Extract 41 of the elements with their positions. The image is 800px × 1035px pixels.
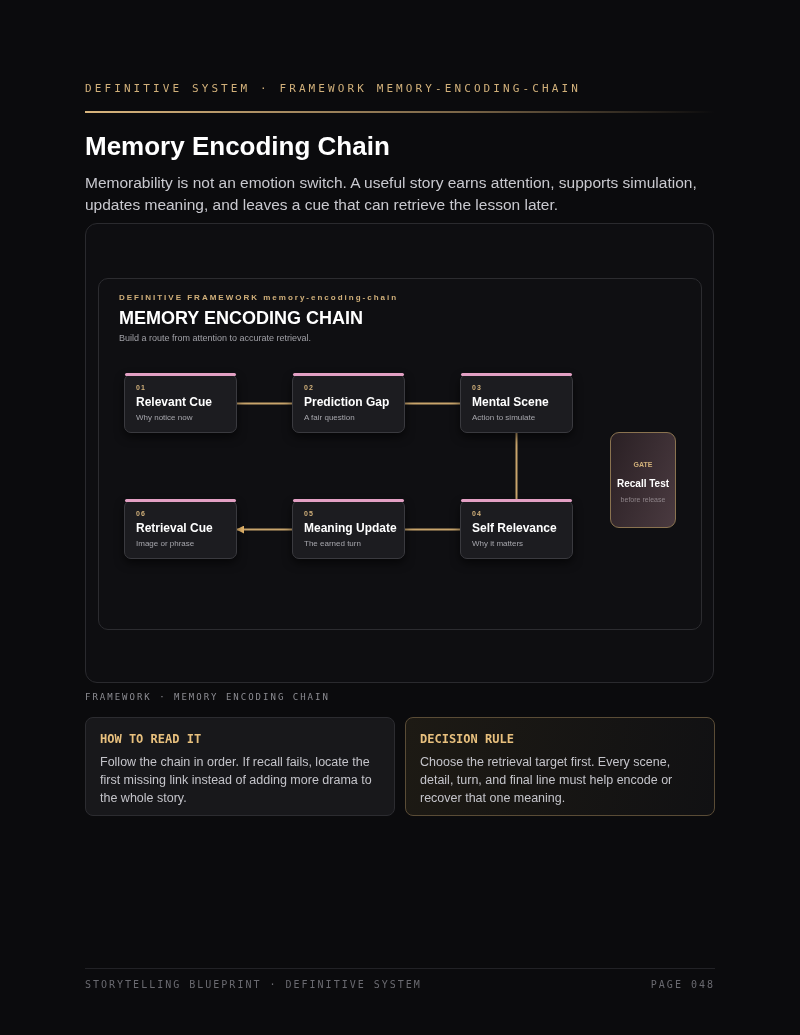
intro-paragraph: Memorability is not an emotion switch. A useful story earns attention, supports simulation, updates meaning, and leaves a cue that can retrieve the lesson later.: [85, 173, 698, 215]
step-subtitle: Why notice now: [136, 413, 193, 422]
step-title: Mental Scene: [472, 395, 549, 409]
note-card: [405, 717, 715, 816]
note-heading: DECISION RULE: [420, 732, 514, 746]
note-heading: HOW TO READ IT: [100, 732, 202, 746]
note-body: Follow the chain in order. If recall fails, locate the first missing link instead of adding more drama to the whole story.: [100, 754, 373, 807]
gate-title: Recall Test: [615, 478, 671, 489]
step-title: Self Relevance: [472, 521, 557, 535]
step-card: [292, 374, 405, 433]
connector-line: [404, 528, 461, 531]
connector-line: [515, 432, 518, 501]
panel-subtitle: Build a route from attention to accurate retrieval.: [119, 333, 312, 343]
step-card: [292, 500, 405, 559]
note-body: Choose the retrieval target first. Every scene, detail, turn, and final line must help encode or recover that one meaning.: [420, 754, 674, 807]
figure-caption: FRAMEWORK · MEMORY ENCODING CHAIN: [85, 692, 330, 702]
arrow: [236, 525, 293, 534]
step-card: [460, 500, 573, 559]
panel-kicker: DEFINITIVE FRAMEWORK memory-encoding-chain: [119, 293, 399, 302]
step-title: Relevant Cue: [136, 395, 213, 409]
note-card: [85, 717, 395, 816]
step-subtitle: Why it matters: [472, 539, 524, 548]
step-subtitle: The earned turn: [304, 539, 361, 548]
panel-title: MEMORY ENCODING CHAIN: [119, 308, 363, 329]
diagram-panel: [98, 278, 702, 630]
step-title: Prediction Gap: [304, 395, 390, 409]
step-subtitle: Image or phrase: [136, 539, 195, 548]
header-kicker: DEFINITIVE SYSTEM · FRAMEWORK MEMORY-ENCODING-CHAIN: [85, 82, 581, 95]
step-card: [124, 374, 237, 433]
step-subtitle: A fair question: [304, 413, 355, 422]
page-title: Memory Encoding Chain: [85, 131, 390, 162]
step-card: [460, 374, 573, 433]
page-number: PAGE 048: [650, 979, 715, 990]
step-title: Retrieval Cue: [136, 521, 213, 535]
gate-card: [610, 432, 676, 528]
step-card: [124, 500, 237, 559]
connector-line: [236, 402, 293, 405]
connector-line: [404, 402, 461, 405]
step-subtitle: Action to simulate: [472, 413, 536, 422]
step-title: Meaning Update: [304, 521, 397, 535]
footer-text: STORYTELLING BLUEPRINT · DEFINITIVE SYSTEM: [85, 979, 422, 990]
